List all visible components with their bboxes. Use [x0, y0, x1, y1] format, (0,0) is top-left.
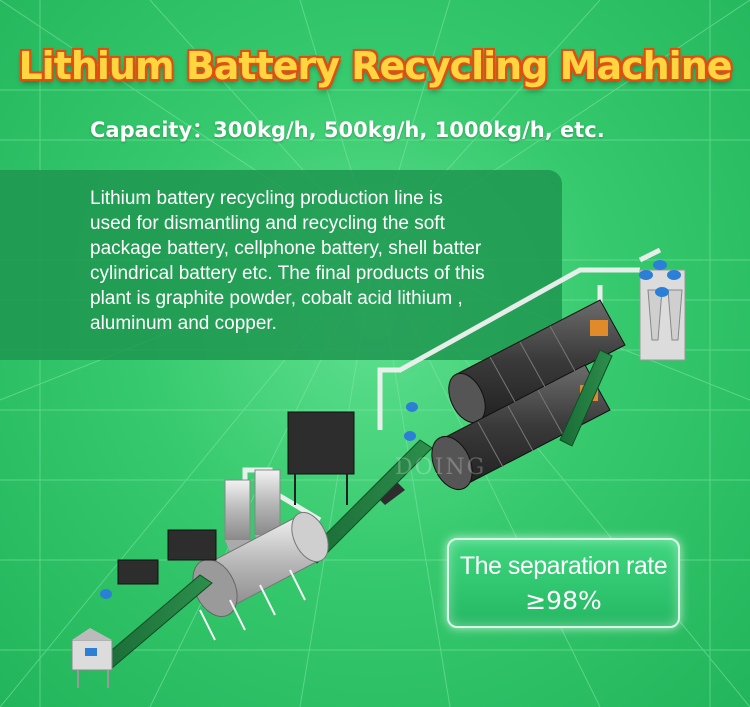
capacity-text: Capacity：300kg/h, 500kg/h, 1000kg/h, etc… [90, 118, 605, 142]
description-line: used for dismantling and recycling the s… [90, 213, 445, 234]
description-line: package battery, cellphone battery, shel… [90, 238, 482, 259]
separation-rate-value: ≥98% [525, 586, 602, 615]
separation-rate-badge: The separation rate ≥98% [447, 538, 680, 628]
watermark-text: DOING [395, 455, 487, 480]
description-line: plant is graphite powder, cobalt acid li… [90, 288, 463, 309]
description-text: Lithium battery recycling production lin… [90, 186, 550, 336]
description-line: Lithium battery recycling production lin… [90, 188, 443, 209]
separation-rate-label: The separation rate [459, 552, 668, 580]
page-title: Lithium Battery Recycling Machine [18, 44, 732, 88]
description-line: aluminum and copper. [90, 313, 277, 334]
description-panel [0, 170, 562, 360]
description-line: cylindrical battery etc. The final produ… [90, 263, 485, 284]
